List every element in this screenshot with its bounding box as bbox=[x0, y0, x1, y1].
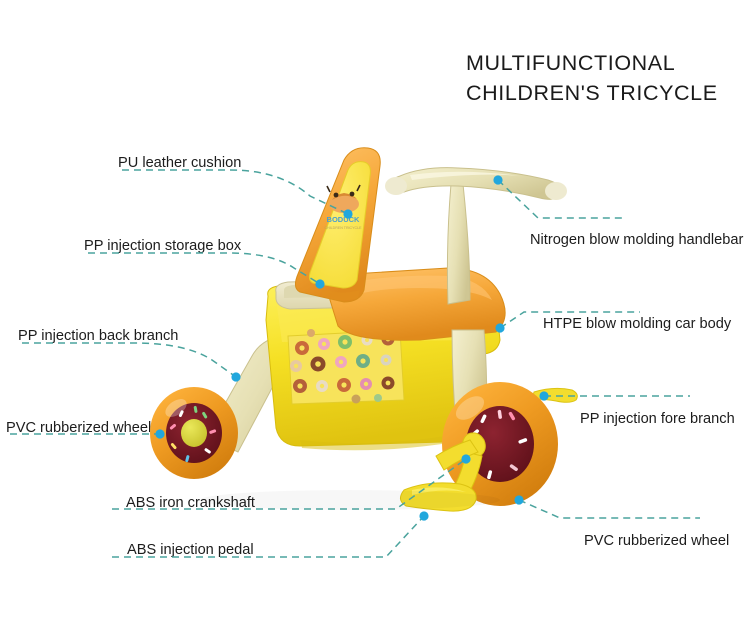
leader-pp-injection-back-branch bbox=[22, 342, 241, 382]
rear-wheel-part bbox=[150, 387, 238, 479]
leader-pu-leather-cushion bbox=[122, 169, 353, 219]
callout-abs-injection-pedal: ABS injection pedal bbox=[127, 542, 254, 558]
duck-logo: BODUCK CHILDREN TRICYCLE bbox=[324, 184, 362, 230]
leader-abs-iron-crankshaft bbox=[112, 454, 471, 510]
leader-abs-injection-pedal bbox=[112, 511, 429, 558]
callout-abs-iron-crankshaft: ABS iron crankshaft bbox=[126, 495, 255, 511]
callout-pu-leather-cushion: PU leather cushion bbox=[118, 155, 242, 171]
callout-pp-injection-back-branch: PP injection back branch bbox=[18, 328, 179, 344]
leader-pvc-rubberized-wheel-rear bbox=[10, 429, 165, 439]
leader-pp-injection-storage-box bbox=[88, 252, 325, 289]
leader-dot-abs-injection-pedal bbox=[419, 511, 429, 521]
leader-nitrogen-blow-molding-handlebar bbox=[493, 175, 622, 219]
callout-pvc-rubberized-wheel-rear: PVC rubberized wheel bbox=[6, 420, 152, 436]
leader-dot-abs-iron-crankshaft bbox=[461, 454, 471, 464]
leader-dot-pp-injection-back-branch bbox=[231, 372, 241, 382]
leader-dot-pvc-rubberized-wheel-rear bbox=[155, 429, 165, 439]
callout-pvc-rubberized-wheel-front: PVC rubberized wheel bbox=[584, 533, 730, 549]
callout-nitrogen-blow-molding-handlebar: Nitrogen blow molding handlebar bbox=[530, 232, 744, 248]
backrest-part: BODUCK CHILDREN TRICYCLE bbox=[294, 147, 381, 303]
page-title: MULTIFUNCTIONAL CHILDREN'S TRICYCLE bbox=[466, 48, 746, 108]
leader-pp-injection-fore-branch bbox=[539, 391, 690, 401]
leader-dot-pp-injection-storage-box bbox=[315, 279, 325, 289]
leader-dot-pp-injection-fore-branch bbox=[539, 391, 549, 401]
rear-wheel-sprinkles bbox=[169, 405, 217, 463]
title-line-2: CHILDREN'S TRICYCLE bbox=[466, 81, 718, 105]
svg-text:BODUCK: BODUCK bbox=[327, 215, 360, 224]
leader-dot-pvc-rubberized-wheel-front bbox=[514, 495, 524, 505]
handlebar-part bbox=[385, 167, 567, 200]
leader-pvc-rubberized-wheel-front bbox=[514, 495, 700, 519]
leader-htpe-blow-molding-car-body bbox=[495, 311, 640, 333]
leader-dot-nitrogen-blow-molding-handlebar bbox=[493, 175, 503, 185]
svg-text:CHILDREN TRICYCLE: CHILDREN TRICYCLE bbox=[324, 226, 362, 230]
leader-dot-pu-leather-cushion bbox=[343, 209, 353, 219]
callout-pp-injection-fore-branch: PP injection fore branch bbox=[580, 411, 735, 427]
handlebar-stem-part bbox=[446, 183, 471, 305]
callout-htpe-blow-molding-car-body: HTPE blow molding car body bbox=[543, 316, 732, 332]
leader-dot-htpe-blow-molding-car-body bbox=[495, 323, 505, 333]
pedal-part bbox=[400, 482, 477, 512]
callout-pp-injection-storage-box: PP injection storage box bbox=[84, 238, 242, 254]
title-line-1: MULTIFUNCTIONAL bbox=[466, 51, 676, 75]
